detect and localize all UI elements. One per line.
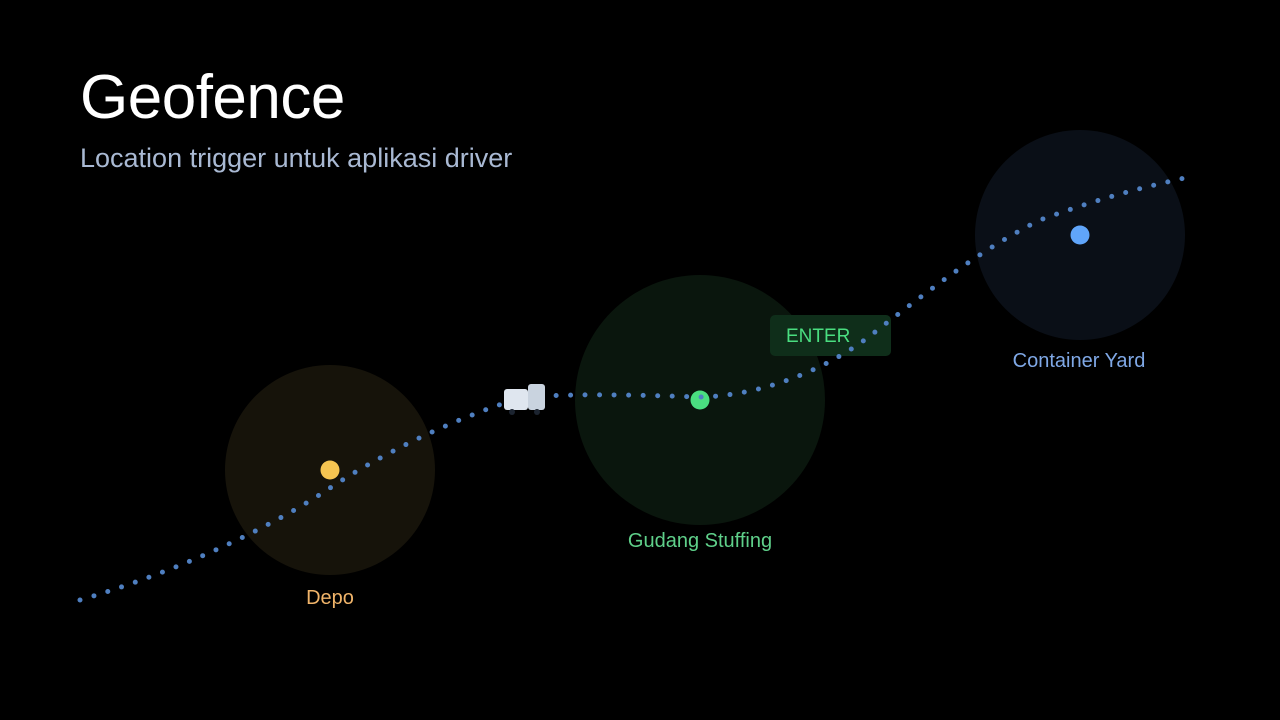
depo-label: Depo	[306, 587, 354, 609]
truck-cargo-box	[504, 389, 528, 410]
truck-rear-wheel	[509, 409, 515, 415]
zone-depo: Depo	[225, 365, 435, 609]
zone-container-yard: Container Yard	[975, 130, 1185, 372]
slide-subtitle: Location trigger untuk aplikasi driver	[80, 143, 513, 173]
gudang-label: Gudang Stuffing	[628, 530, 772, 552]
zone-gudang-stuffing: Gudang Stuffing	[575, 275, 825, 552]
driver-route-path	[77, 175, 1188, 603]
enter-badge-background	[770, 315, 891, 356]
truck-front-wheel	[534, 409, 540, 415]
container-yard-label: Container Yard	[1013, 350, 1146, 372]
truck-cab	[528, 384, 545, 410]
gudang-location-marker	[690, 390, 710, 410]
slide-title: Geofence	[80, 63, 345, 132]
container-yard-location-marker	[1070, 225, 1090, 245]
truck-icon	[504, 384, 545, 415]
enter-badge-label: ENTER	[786, 326, 850, 347]
depo-location-marker	[320, 460, 340, 480]
enter-event-badge: ENTER	[770, 315, 891, 356]
